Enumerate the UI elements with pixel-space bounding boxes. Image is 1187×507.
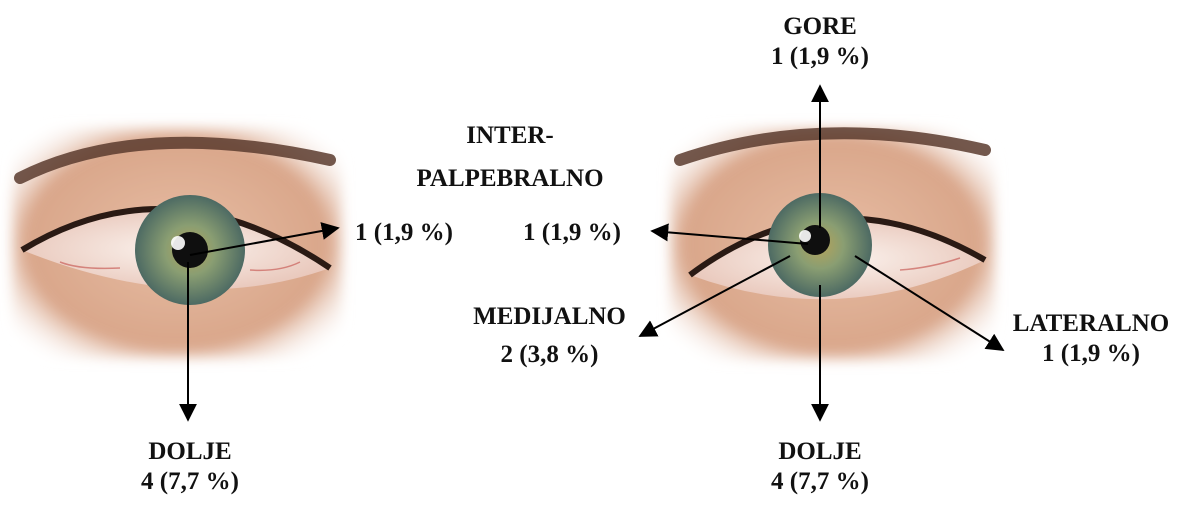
label-right-up: GORE 1 (1,9 %): [745, 12, 895, 72]
label-right-down: DOLJE 4 (7,7 %): [745, 437, 895, 497]
label-right-up-title: GORE: [745, 12, 895, 42]
label-right-medial-value: 2 (3,8 %): [452, 340, 647, 370]
label-interpalpebral-line1: INTER-: [380, 121, 640, 151]
label-right-lateral: LATERALNO 1 (1,9 %): [1000, 309, 1182, 369]
right-eye-image: [670, 128, 995, 360]
label-right-down-value: 4 (7,7 %): [745, 467, 895, 497]
label-right-medial-title: MEDIJALNO: [452, 302, 647, 332]
label-right-up-value: 1 (1,9 %): [745, 42, 895, 72]
label-right-medial: MEDIJALNO 2 (3,8 %): [452, 302, 647, 370]
label-right-lateral-value: 1 (1,9 %): [1000, 339, 1182, 369]
label-interpalpebral-line2: PALPEBRALNO: [380, 164, 640, 194]
label-left-down: DOLJE 4 (7,7 %): [115, 437, 265, 497]
label-interpalpebral-heading: INTER- PALPEBRALNO: [380, 121, 640, 194]
label-left-interpalpebral-value: 1 (1,9 %): [355, 218, 453, 248]
label-right-down-title: DOLJE: [745, 437, 895, 467]
left-eye-image: [12, 128, 342, 358]
label-right-lateral-title: LATERALNO: [1000, 309, 1182, 339]
label-left-down-title: DOLJE: [115, 437, 265, 467]
label-right-interpalpebral-value: 1 (1,9 %): [523, 218, 621, 248]
label-left-down-value: 4 (7,7 %): [115, 467, 265, 497]
